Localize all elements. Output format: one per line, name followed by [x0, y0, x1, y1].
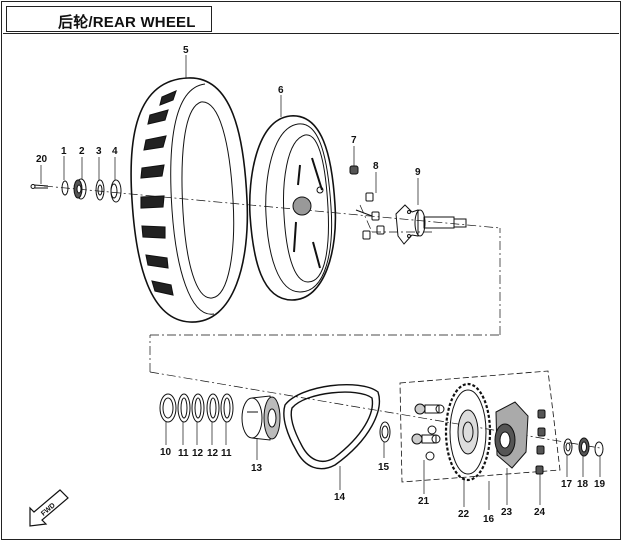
callout-15: 15: [378, 462, 390, 473]
title-box: [6, 6, 212, 32]
callout-23: 23: [501, 507, 513, 518]
callout-17: 17: [561, 479, 573, 490]
callout-18: 18: [577, 479, 589, 490]
part-18-bearing: [578, 437, 590, 457]
callout-11b: 11: [221, 448, 232, 459]
callout-10: 10: [160, 447, 172, 458]
callout-8: 8: [373, 161, 379, 172]
callout-1: 1: [61, 146, 67, 157]
part-3-spacer: [95, 179, 105, 201]
part-8-bolts: [355, 192, 385, 240]
callout-3: 3: [96, 146, 102, 157]
leader-lines: [40, 55, 601, 510]
part-10-circlip: [159, 393, 177, 423]
callout-19: 19: [594, 479, 606, 490]
part-22-sprocket: [444, 382, 492, 482]
callout-11a: 11: [178, 448, 189, 459]
callout-21: 21: [418, 496, 430, 507]
part-20-cotter-pin: [30, 184, 49, 189]
callout-9: 9: [415, 167, 421, 178]
part-24-nuts: [535, 409, 546, 475]
callout-12b: 12: [207, 448, 219, 459]
part-21-studs: [411, 403, 445, 461]
part-16-group-box: [399, 370, 561, 483]
diagram-title: 后轮/REAR WHEEL: [58, 14, 196, 31]
part-11-ring-a: [177, 393, 191, 423]
part-17-washer: [563, 438, 573, 456]
part-19-cap: [594, 441, 604, 457]
callout-7: 7: [351, 135, 357, 146]
part-1-washer: [61, 180, 69, 196]
part-4-spacer: [110, 179, 122, 203]
title-separator: [3, 33, 619, 34]
callout-12a: 12: [192, 448, 204, 459]
part-12-ring-b: [206, 393, 220, 423]
callout-4: 4: [112, 146, 118, 157]
part-5-tyre: [130, 77, 249, 323]
part-2-nut: [73, 178, 87, 200]
part-6-rim: [248, 115, 337, 301]
part-11-ring-b: [220, 393, 234, 423]
part-23-flange: [494, 401, 529, 469]
part-12-ring-a: [191, 393, 205, 423]
callout-20: 20: [36, 154, 48, 165]
part-7-valve-nut: [349, 165, 359, 175]
callout-16: 16: [483, 514, 495, 525]
part-9-hub-flange: [395, 204, 467, 245]
callout-24: 24: [534, 507, 546, 518]
part-14-liner: [283, 383, 380, 470]
part-13-carrier: [241, 395, 281, 441]
callout-2: 2: [79, 146, 85, 157]
callout-13: 13: [251, 463, 263, 474]
callout-14: 14: [334, 492, 346, 503]
fwd-arrow-icon: [29, 489, 69, 527]
callout-22: 22: [458, 509, 470, 520]
callout-5: 5: [183, 45, 189, 56]
part-15-o-ring: [379, 421, 391, 443]
callout-6: 6: [278, 85, 284, 96]
